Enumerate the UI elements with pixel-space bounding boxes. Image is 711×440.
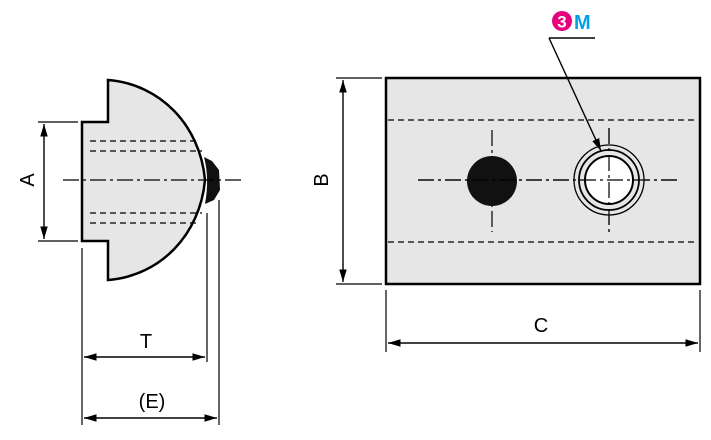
label-t: T	[140, 331, 152, 353]
callout-badge	[552, 11, 572, 31]
label-e: (E)	[139, 391, 166, 413]
callout-number: 3	[557, 13, 566, 32]
label-c: C	[534, 315, 548, 337]
ball-plunger-top	[467, 156, 517, 206]
side-view: A T (E)	[17, 78, 243, 425]
label-b: B	[311, 173, 333, 186]
callout-leader	[548, 37, 602, 152]
label-a: A	[17, 173, 39, 187]
top-view: B C 3 M	[311, 11, 702, 352]
top-body	[384, 76, 702, 286]
callout-letter: M	[574, 12, 591, 34]
hidden-thread-lines	[90, 140, 202, 224]
